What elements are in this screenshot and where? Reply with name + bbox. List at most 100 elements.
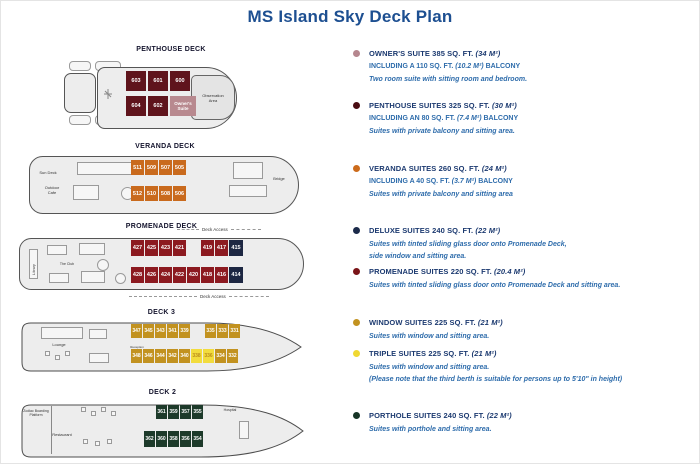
legend-title: VERANDA SUITES 260 SQ. FT. (24 M²) xyxy=(369,164,689,173)
legend-title: WINDOW SUITES 225 SQ. FT. (21 M²) xyxy=(369,318,689,327)
including-suffix: BALCONY xyxy=(483,115,519,122)
page-title: MS Island Sky Deck Plan xyxy=(247,7,453,26)
deck-structure xyxy=(41,327,83,339)
including-suffix: BALCONY xyxy=(478,178,513,185)
observation-area: Observation Area xyxy=(191,75,235,120)
cabin: 505 xyxy=(173,160,186,175)
cabin: 343 xyxy=(155,324,166,338)
cabin: 332 xyxy=(227,349,238,363)
deck-structure xyxy=(95,441,100,446)
cabin: 354 xyxy=(192,431,203,447)
deluxe-suites-bullet xyxy=(353,227,360,234)
deck-veranda: VERANDA DECK Sun Deck Outdoor Cafe Bridg… xyxy=(29,143,301,215)
legend-item-deluxe-suites: DELUXE SUITES 240 SQ. FT. (22 M²) Suites… xyxy=(353,226,689,264)
deck-structure xyxy=(233,162,263,179)
deck-structure xyxy=(89,329,107,339)
deck-access-label: Deck Access xyxy=(200,294,226,299)
cabin: 348 xyxy=(131,349,142,363)
cabin: 420 xyxy=(187,267,200,283)
including-metric: (10.2 M²) xyxy=(455,63,484,70)
legend-title-text: PENTHOUSE SUITES 325 SQ. FT. xyxy=(369,101,490,110)
legend-title: DELUXE SUITES 240 SQ. FT. (22 M²) xyxy=(369,226,689,235)
cabin: 512 xyxy=(131,186,144,201)
deck-structure xyxy=(239,421,249,439)
legend-description: side window and sitting area. xyxy=(369,253,467,261)
deck-structure xyxy=(107,439,112,444)
porthole-suites-bullet xyxy=(353,412,360,419)
cabin: 422 xyxy=(173,267,186,283)
deck-2: DECK 2 Zodiac Boarding Platform Restaura… xyxy=(19,389,306,463)
legend-title-text: VERANDA SUITES 260 SQ. FT. xyxy=(369,164,480,173)
cabin: 341 xyxy=(167,324,178,338)
legend-title: PORTHOLE SUITES 240 SQ. FT. (22 M²) xyxy=(369,411,689,420)
legend-item-veranda-suites: VERANDA SUITES 260 SQ. FT. (24 M²) INCLU… xyxy=(353,164,689,202)
legend-description: Suites with tinted sliding glass door on… xyxy=(369,282,621,289)
spiral-stair xyxy=(97,259,109,271)
legend-description: Suites with private balcony and sitting … xyxy=(369,191,513,198)
outdoor-cafe-label: Outdoor Cafe xyxy=(44,185,60,195)
penthouse-suites-bullet xyxy=(353,102,360,109)
aft-platform xyxy=(64,73,96,113)
legend-description: (Please note that the third berth is sui… xyxy=(369,376,623,384)
deck-promenade-title: PROMENADE DECK xyxy=(125,223,198,230)
dashed-line xyxy=(129,296,197,297)
deck-structure xyxy=(115,273,126,284)
cabin: 600 xyxy=(170,71,190,91)
hospital-label: Hospital xyxy=(223,408,237,412)
including-metric: (3.7 M²) xyxy=(451,178,477,185)
cabin: 506 xyxy=(173,186,186,201)
cabin: 417 xyxy=(215,240,228,256)
cabin: 334 xyxy=(215,349,226,363)
legend-description: Two room suite with sitting room and bed… xyxy=(369,76,528,83)
veranda-suites-bullet xyxy=(353,165,360,172)
including-text: INCLUDING AN 80 SQ. FT. xyxy=(369,115,456,122)
cabin: Owner's Suite xyxy=(170,96,196,116)
legend-metric: (22 M²) xyxy=(486,411,512,420)
legend-item-penthouse-suites: PENTHOUSE SUITES 325 SQ. FT. (30 M²) INC… xyxy=(353,101,689,139)
cabin: 511 xyxy=(131,160,144,175)
legend-title: TRIPLE SUITES 225 SQ. FT. (21 M²) xyxy=(369,349,689,358)
deck-access-bottom: Deck Access xyxy=(129,294,269,299)
cabin: 426 xyxy=(145,267,158,283)
legend-item-triple-suites: TRIPLE SUITES 225 SQ. FT. (21 M²) Suites… xyxy=(353,349,689,387)
cabin: 425 xyxy=(145,240,158,256)
cabin: 333 xyxy=(217,324,228,338)
cabin: 342 xyxy=(167,349,178,363)
cabin: 340 xyxy=(179,349,190,363)
deck-structure xyxy=(91,411,96,416)
cabin: 415 xyxy=(229,240,243,256)
the-club-label: The Club xyxy=(59,262,75,266)
cabin: 358 xyxy=(168,431,179,447)
deck-structure xyxy=(79,243,105,255)
dashed-line xyxy=(177,229,199,230)
cabin: 421 xyxy=(173,240,186,256)
cabin: 331 xyxy=(229,324,240,338)
cabin: 419 xyxy=(201,240,214,256)
deck-structure xyxy=(81,271,105,283)
legend-title: PROMENADE SUITES 220 SQ. FT. (20.4 M²) xyxy=(369,267,689,276)
legend-title-text: OWNER'S SUITE 385 SQ. FT. xyxy=(369,49,474,58)
including-suffix: BALCONY xyxy=(485,63,521,70)
deck-3-title: DECK 3 xyxy=(147,309,176,316)
lounge-label: Lounge xyxy=(52,342,66,347)
legend-description: Suites with window and sitting area. xyxy=(369,333,490,340)
cabin: 510 xyxy=(145,186,158,201)
owners-suite-bullet xyxy=(353,50,360,57)
promenade-suites-bullet xyxy=(353,268,360,275)
deck-structure xyxy=(111,411,116,416)
legend-metric: (34 M²) xyxy=(475,49,501,58)
cabin: 509 xyxy=(145,160,158,175)
cabin: 338 xyxy=(191,349,202,363)
cabin: 355 xyxy=(192,405,203,419)
legend-including: INCLUDING A 110 SQ. FT. (10.2 M²) BALCON… xyxy=(369,63,689,70)
cabin: 360 xyxy=(156,431,167,447)
deck-structure xyxy=(47,245,67,255)
legend-item-promenade-suites: PROMENADE SUITES 220 SQ. FT. (20.4 M²) S… xyxy=(353,267,689,293)
